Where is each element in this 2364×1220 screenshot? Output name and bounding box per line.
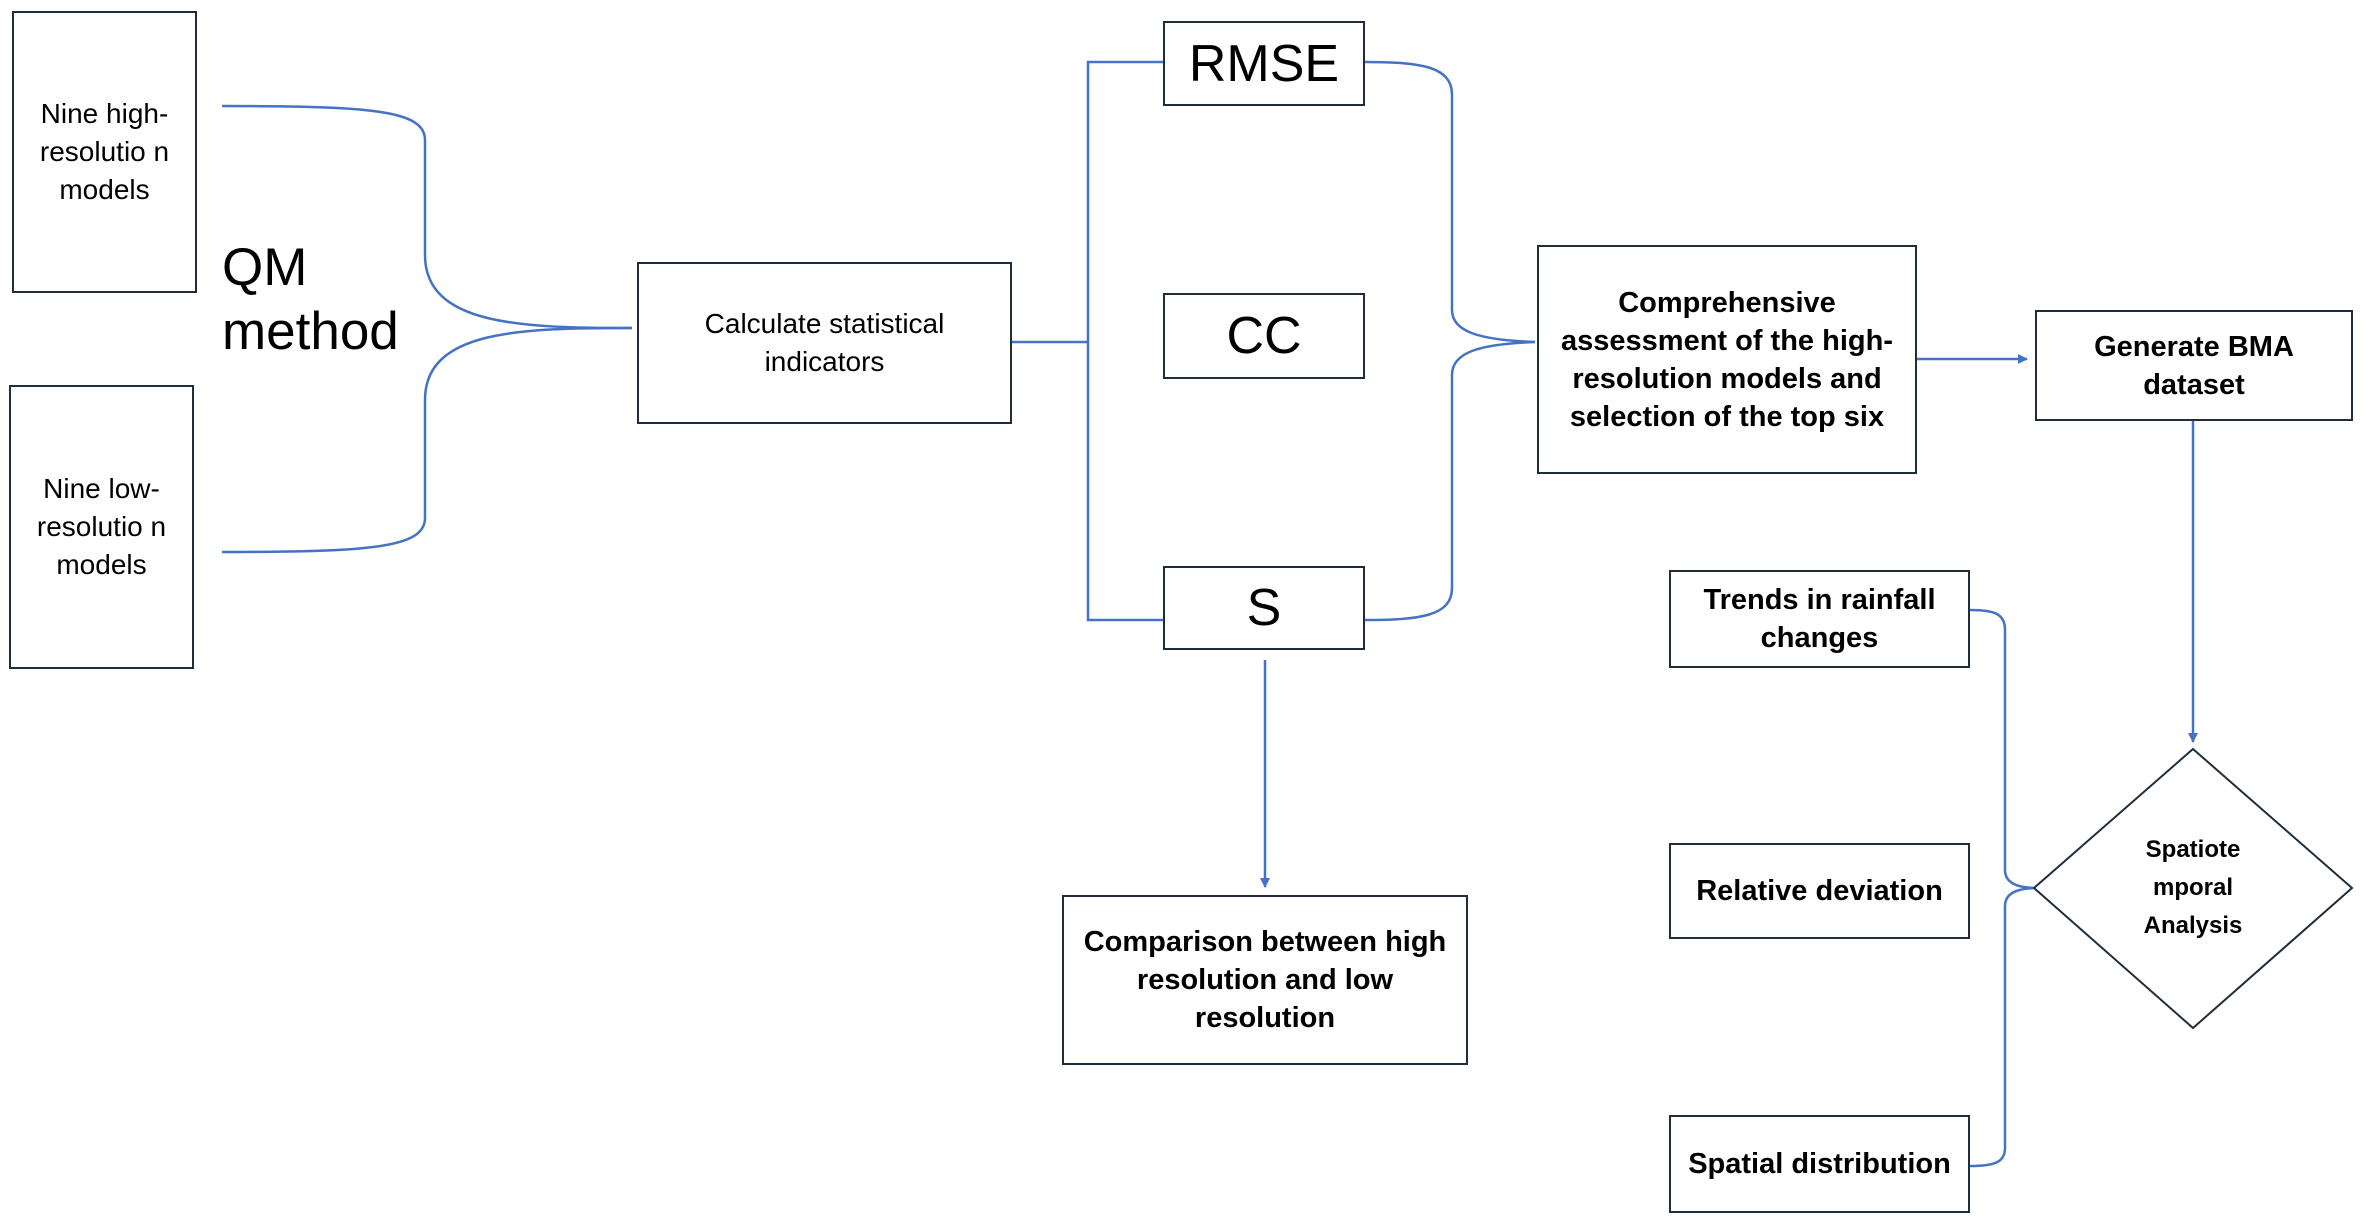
rmse-to-assessment	[1364, 60, 1536, 344]
s-box: S	[1163, 566, 1365, 650]
spatial-distribution-label: Spatial distribution	[1688, 1148, 1951, 1180]
assessment-box: Comprehensive assessment of the high-res…	[1537, 245, 1917, 474]
brace-high-to-calc	[221, 104, 633, 330]
s-label: S	[1246, 579, 1282, 637]
high-resolution-models-label: Nine high-resolutio n models	[39, 98, 170, 205]
qm-method-label: QM method	[222, 238, 399, 361]
rainfall-trends-label: Trends in rainfall changes	[1703, 584, 1936, 654]
calculate-indicators-label: Calculate statistical indicators	[704, 308, 945, 377]
rmse-box: RMSE	[1163, 21, 1365, 106]
s-to-assessment	[1364, 340, 1536, 622]
rmse-label: RMSE	[1188, 34, 1340, 93]
cc-box: CC	[1163, 293, 1365, 379]
high-resolution-models-box: Nine high-resolutio n models	[12, 11, 197, 293]
cc-label: CC	[1226, 307, 1302, 365]
bma-dataset-label: Generate BMA dataset	[2094, 330, 2294, 401]
low-resolution-models-box: Nine low-resolutio n models	[9, 385, 194, 669]
bma-dataset-box: Generate BMA dataset	[2035, 310, 2353, 421]
analysis-brace	[1969, 608, 2038, 1168]
indicator-bracket	[1086, 60, 1163, 622]
spatiotemporal-label: Spatiote mporal Analysis	[2143, 836, 2243, 939]
rainfall-trends-box: Trends in rainfall changes	[1669, 570, 1970, 668]
low-resolution-models-label: Nine low-resolutio n models	[36, 473, 167, 580]
spatiotemporal-diamond	[2032, 747, 2354, 1030]
assessment-label: Comprehensive assessment of the high-res…	[1561, 286, 1893, 433]
comparison-box: Comparison between high resolution and l…	[1062, 895, 1468, 1065]
brace-low-to-calc	[221, 326, 633, 554]
relative-deviation-label: Relative deviation	[1696, 875, 1943, 907]
comparison-label: Comparison between high resolution and l…	[1083, 926, 1447, 1034]
relative-deviation-box: Relative deviation	[1669, 843, 1970, 939]
spatial-distribution-box: Spatial distribution	[1669, 1115, 1970, 1213]
calculate-indicators-box: Calculate statistical indicators	[637, 262, 1012, 424]
